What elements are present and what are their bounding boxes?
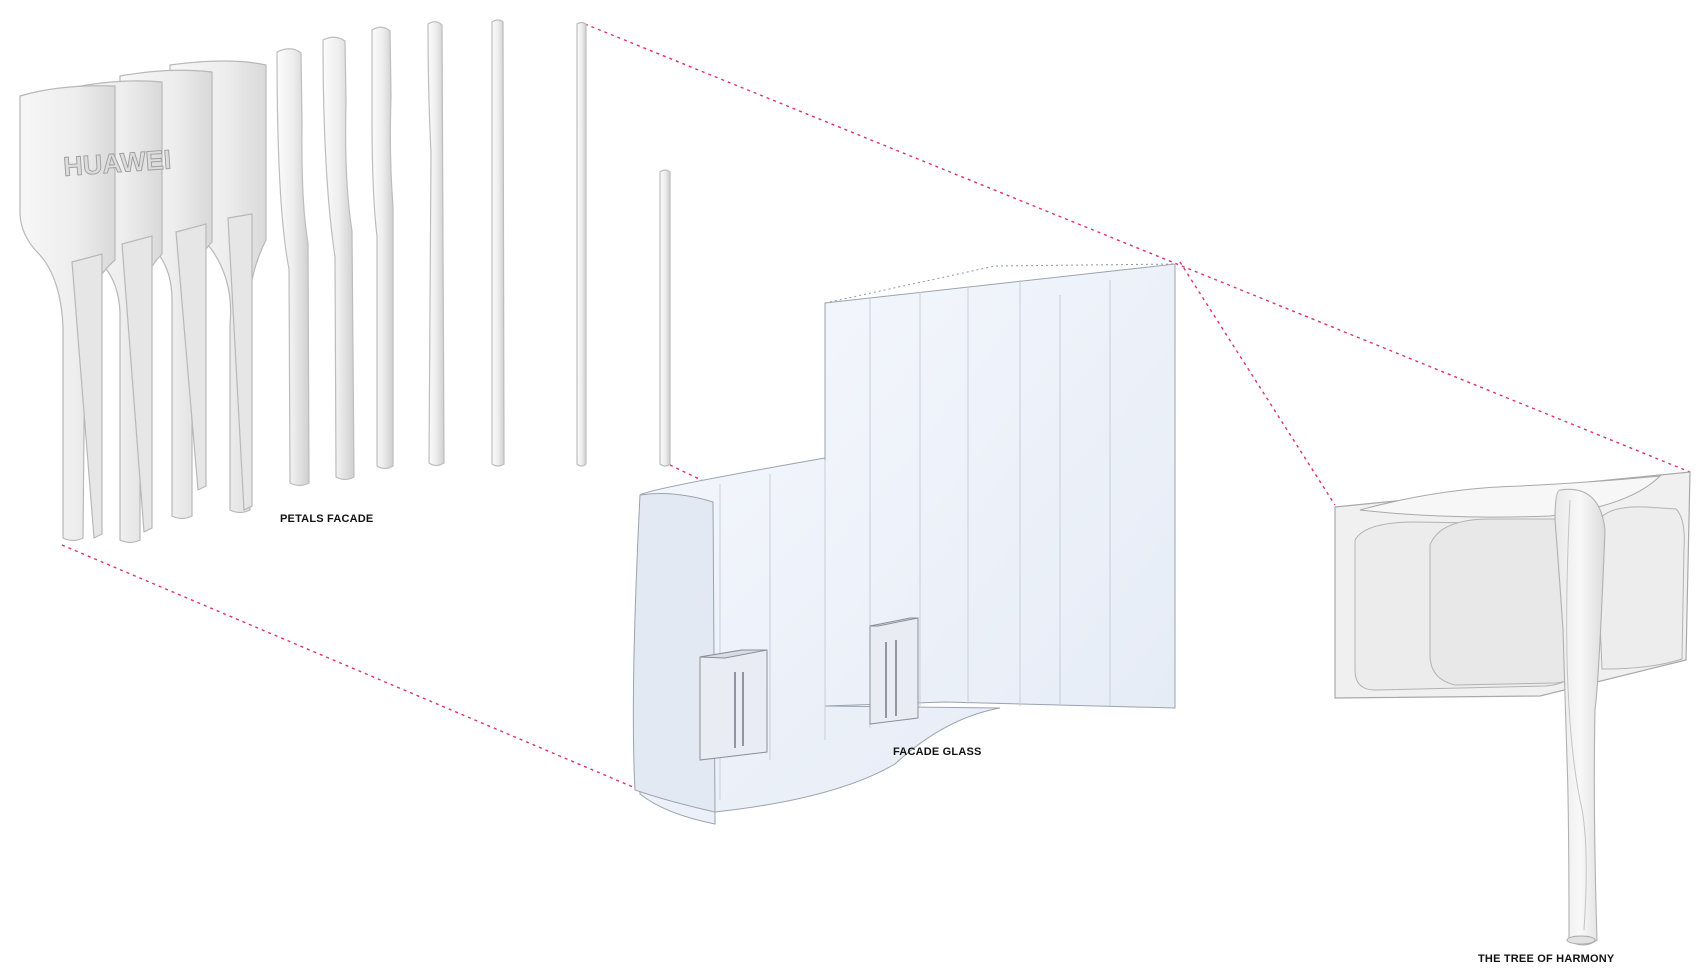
petal-stem-1	[576, 21, 587, 467]
guide-line-top-petal-to-tree	[584, 23, 1691, 473]
facade-glass: FACADE GLASS	[632, 263, 1176, 825]
tree-trunk-base	[1566, 935, 1596, 945]
guide-line-glass-top-to-tree	[1179, 261, 1336, 506]
petal-stem-5	[371, 26, 394, 470]
petal-stem-7	[276, 48, 310, 487]
tree-trunk	[1554, 488, 1606, 946]
guide-line-petal-base-to-glass	[61, 544, 641, 791]
petal-stem-6	[322, 36, 355, 481]
petal-fin-b	[121, 235, 153, 533]
petal-panel-1	[19, 85, 116, 542]
tree-lobe-right	[1595, 506, 1685, 670]
petal-stem-4	[427, 21, 445, 467]
glass-door-right	[869, 617, 919, 725]
label-petals-facade: PETALS FACADE	[280, 513, 373, 525]
label-tree-of-harmony: THE TREE OF HARMONY	[1478, 953, 1615, 965]
label-facade-glass: FACADE GLASS	[893, 746, 982, 758]
petal-stems	[276, 19, 671, 487]
petal-fin-a	[71, 253, 103, 539]
glass-curved-edge	[632, 493, 716, 813]
tree-of-harmony: THE TREE OF HARMONY	[1334, 471, 1691, 965]
petals-facade: HUAWEI PETALS FACADE	[19, 19, 671, 544]
petal-fin-c	[175, 223, 207, 491]
petal-fin-d	[227, 213, 253, 511]
tree-trunk-twist	[1566, 499, 1587, 931]
petal-panels	[19, 60, 267, 544]
glass-door-left	[699, 649, 768, 761]
petal-stem-2	[659, 169, 671, 467]
glass-mullions	[719, 280, 1111, 800]
petal-stem-3	[491, 19, 505, 467]
